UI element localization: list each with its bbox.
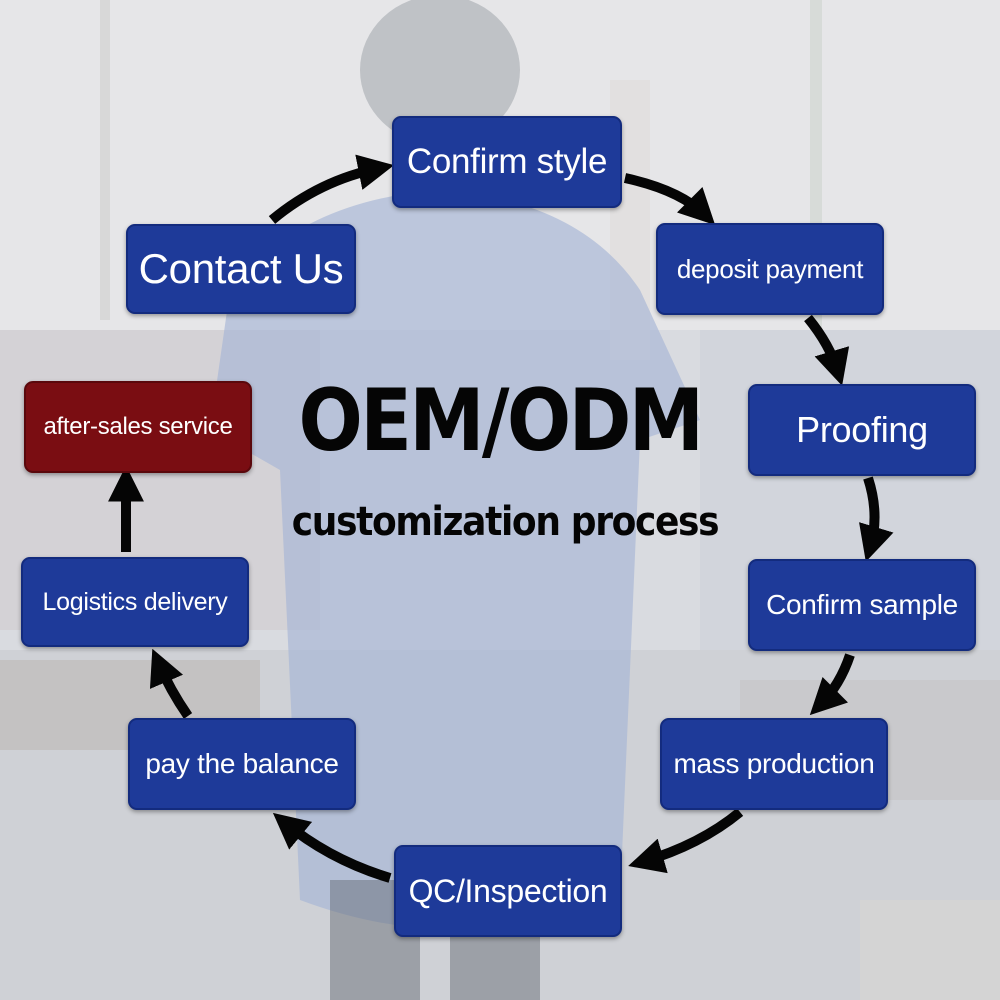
step-confirm-sample: Confirm sample (748, 559, 976, 651)
step-deposit-payment: deposit payment (656, 223, 884, 315)
step-mass-production: mass production (660, 718, 888, 810)
step-contact-us: Contact Us (126, 224, 356, 314)
step-proofing: Proofing (748, 384, 976, 476)
step-after-sales-service: after-sales service (24, 381, 252, 473)
step-qc-inspection: QC/Inspection (394, 845, 622, 937)
step-confirm-style: Confirm style (392, 116, 622, 208)
diagram-title: OEM/ODM (298, 371, 705, 471)
step-logistics-delivery: Logistics delivery (21, 557, 249, 647)
step-pay-the-balance: pay the balance (128, 718, 356, 810)
diagram-subtitle: customization process (291, 499, 720, 545)
